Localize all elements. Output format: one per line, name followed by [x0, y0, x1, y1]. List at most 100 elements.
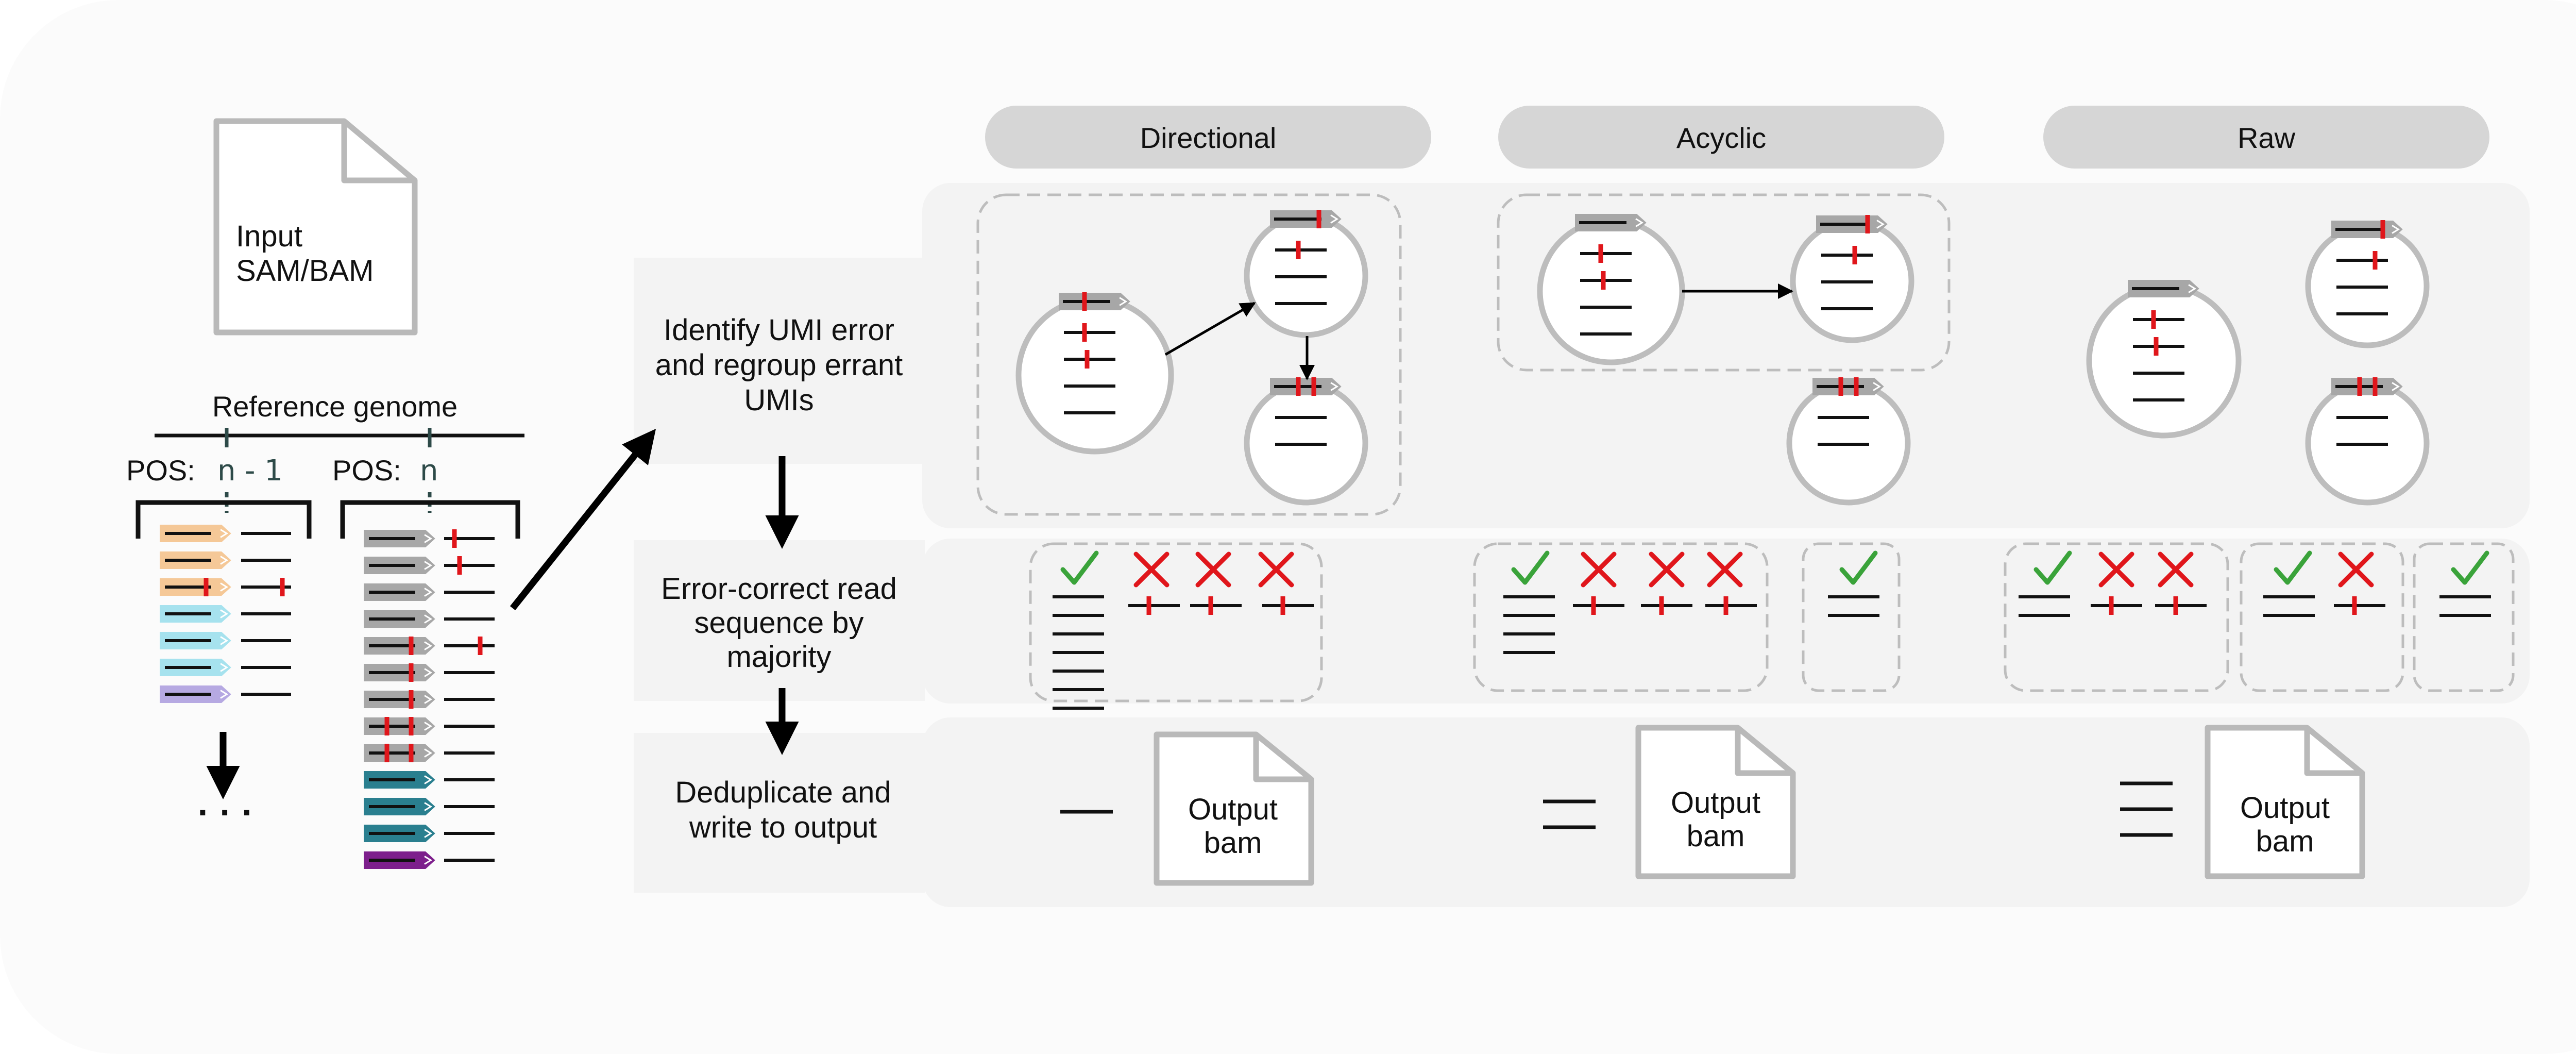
input-file-line-2: SAM/BAM [236, 254, 374, 288]
umi-node-child-1 [1244, 210, 1368, 338]
umi-tag-notch [424, 561, 433, 570]
umi-node-parent [1015, 292, 1174, 455]
output-label-acyclic-1: Output [1671, 786, 1760, 819]
method-label-raw: Raw [2238, 122, 2296, 154]
cross-icon [1133, 551, 1170, 588]
check-icon [2274, 550, 2312, 585]
check-icon [2033, 550, 2072, 585]
cross-icon [2338, 551, 2374, 588]
umi-tag-notch [1873, 382, 1882, 391]
step-correct: Error-correct read sequence by majority [634, 540, 925, 701]
cross-icon [1649, 551, 1685, 588]
reference-genome: Reference genome POS: n - 1 POS: n [126, 390, 524, 539]
step-identify-line-3: UMIs [744, 383, 814, 417]
umi-tag-notch [220, 556, 229, 565]
method-pill-raw: Raw [2043, 106, 2489, 169]
step-correct-line-2: sequence by [694, 606, 864, 640]
umi-tag-notch [424, 856, 433, 865]
correct-box-acyclic-2 [1802, 542, 1901, 692]
correct-box-raw-3 [2413, 542, 2515, 692]
majority-vote-marks [1053, 550, 2491, 710]
output-label-directional-1: Output [1188, 793, 1278, 826]
umi-tag-notch [220, 529, 229, 538]
step-dedup-line-1: Deduplicate and [675, 776, 891, 809]
arrow-input-to-identify [510, 428, 656, 611]
step-identify: Identify UMI error and regroup errant UM… [634, 258, 925, 464]
umi-tag-notch [2392, 225, 2400, 234]
step-dedup-line-2: write to output [689, 811, 877, 844]
umi-tag-notch [424, 722, 433, 731]
output-label-directional-2: bam [1204, 826, 1262, 860]
umi-tag-notch [220, 663, 229, 672]
output-file-icon-acyclic: Output bam [1635, 725, 1796, 879]
check-icon [1060, 550, 1099, 585]
umi-node-circle [2086, 283, 2242, 439]
umi-node-child [1790, 215, 1914, 343]
output-file-icon-raw: Output bam [2205, 725, 2365, 879]
umi-tag-notch [1876, 220, 1885, 229]
raw-umi-node-1 [2086, 280, 2242, 439]
step-identify-line-1: Identify UMI error [664, 313, 894, 347]
step-identify-line-2: and regroup errant [655, 348, 903, 382]
umi-tag-notch [424, 695, 433, 704]
pileup-position-n-minus-1 [160, 525, 291, 703]
umi-tag-notch [424, 748, 433, 758]
umi-tag-notch [2188, 284, 2197, 293]
step-dedup: Deduplicate and write to output [634, 733, 925, 893]
umi-tag-notch [2392, 382, 2400, 391]
umi-node-separate [1786, 377, 1911, 506]
umi-node-circle [1537, 217, 1685, 365]
row-panel-correct [922, 539, 2530, 704]
pos-value-1: n - 1 [217, 454, 283, 488]
raw-umi-node-2 [2305, 220, 2430, 348]
step-correct-line-1: Error-correct read [661, 572, 897, 606]
umi-tag-notch [1330, 214, 1339, 224]
cross-icon [1258, 551, 1294, 588]
output-label-raw-2: bam [2256, 825, 2314, 858]
check-icon [1511, 550, 1550, 585]
raw-umi-node-3 [2305, 377, 2430, 506]
umi-tag-notch [1119, 297, 1128, 306]
output-label-raw-1: Output [2240, 791, 2330, 825]
reference-genome-title: Reference genome [212, 390, 457, 423]
umi-tag-notch [220, 609, 229, 618]
acyclic-cluster-group [1497, 193, 1951, 372]
umi-node-circle [1015, 296, 1174, 455]
input-file-line-1: Input [236, 220, 302, 253]
cross-icon [1707, 551, 1743, 588]
umi-tag-notch [424, 829, 433, 838]
output-label-acyclic-2: bam [1687, 819, 1745, 853]
umi-tag-notch [424, 802, 433, 811]
check-icon [2451, 550, 2489, 585]
edge-parent-to-child-1 [1164, 302, 1256, 356]
check-icon [1839, 550, 1878, 585]
correct-box-raw-2 [2240, 542, 2404, 692]
umi-tag-notch [424, 668, 433, 677]
method-label-acyclic: Acyclic [1676, 122, 1766, 154]
pos-label-2: POS: [332, 454, 401, 487]
ellipsis: · · · [198, 792, 254, 832]
umi-tag-notch [1330, 382, 1339, 391]
cross-icon [2098, 551, 2134, 588]
umi-tag-notch [424, 614, 433, 624]
deduplicated-reads [1060, 781, 2173, 837]
output-file-icon-directional: Output bam [1154, 731, 1314, 886]
umi-tag-notch [424, 588, 433, 597]
umi-tag-notch [424, 534, 433, 543]
umi-tag-notch [424, 775, 433, 784]
umi-tag-notch [220, 582, 229, 592]
umi-node-child-2 [1244, 377, 1368, 506]
directional-cluster-group [976, 193, 1402, 516]
pileup-position-n [364, 529, 495, 869]
pos-value-2: n [420, 454, 438, 488]
cross-icon [1195, 551, 1231, 588]
method-pill-directional: Directional [985, 106, 1431, 169]
step-correct-line-3: majority [726, 640, 831, 674]
cross-icon [1581, 551, 1617, 588]
method-pill-acyclic: Acyclic [1498, 106, 1944, 169]
cross-icon [2158, 551, 2194, 588]
input-file-icon: Input SAM/BAM [213, 118, 418, 336]
correct-box-raw-1 [2004, 542, 2229, 692]
umi-tag-notch [220, 690, 229, 699]
correct-box-acyclic-1 [1473, 542, 1769, 692]
